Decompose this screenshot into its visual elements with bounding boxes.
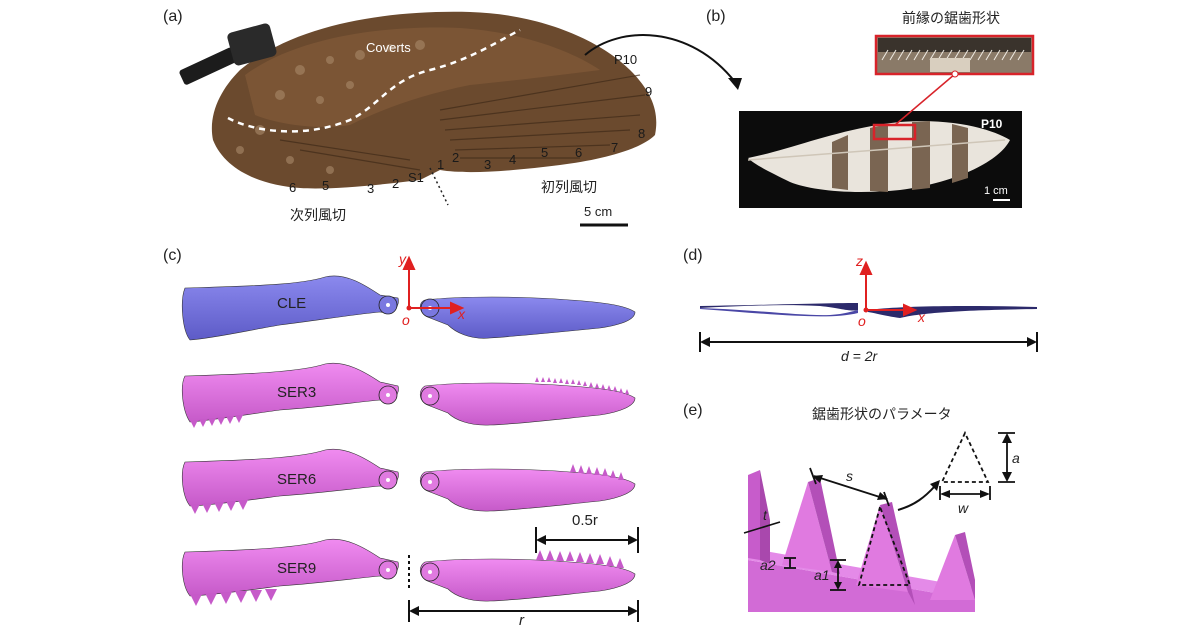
ser9-blade-pair xyxy=(181,538,636,606)
feather-p3-label: 3 xyxy=(484,157,492,172)
param-a-label: a xyxy=(1012,450,1020,466)
model-cle-label: CLE xyxy=(277,295,307,312)
scale-1cm-label: 1 cm xyxy=(984,185,1008,197)
secondaries-label: 次列風切 xyxy=(290,208,346,224)
d-origin-label: o xyxy=(858,313,866,329)
param-w-label: w xyxy=(958,500,969,516)
model-ser3-label: SER3 xyxy=(277,384,317,401)
feather-s2-label: 2 xyxy=(392,176,400,191)
feather-p10-label: P10 xyxy=(614,52,638,67)
feather-p9-label: 9 xyxy=(645,84,653,99)
param-a2-label: a2 xyxy=(760,557,776,573)
half-r-label: 0.5r xyxy=(572,512,598,529)
param-t-label: t xyxy=(763,507,767,523)
ser6-blade-pair xyxy=(181,448,636,514)
feather-s1-label: S1 xyxy=(408,170,424,185)
feather-s3-label: 3 xyxy=(367,181,375,196)
feather-p7-label: 7 xyxy=(611,140,619,155)
coverts-label: Coverts xyxy=(366,40,411,55)
model-ser6-label: SER6 xyxy=(277,471,317,488)
feather-p5-label: 5 xyxy=(541,145,549,160)
panel-d-label: (d) xyxy=(683,247,703,264)
c-origin-label: o xyxy=(402,312,410,328)
parameter-title: 鋸歯形状のパラメータ xyxy=(812,407,952,423)
panel-a-label: (a) xyxy=(163,8,183,25)
feather-s5-label: 5 xyxy=(322,178,330,193)
feather-s6-label: 6 xyxy=(289,180,297,195)
feather-p6-label: 6 xyxy=(575,145,583,160)
panel-b-label: (b) xyxy=(706,8,726,25)
feather-p8-label: 8 xyxy=(638,126,646,141)
cle-blade-pair xyxy=(181,275,636,341)
panel-e-label: (e) xyxy=(683,402,703,419)
feather-p2-label: 2 xyxy=(452,150,460,165)
panel-c-label: (c) xyxy=(163,247,182,264)
serration-title: 前縁の鋸歯形状 xyxy=(902,11,1000,27)
feather-p4-label: 4 xyxy=(509,152,517,167)
diameter-label: d = 2r xyxy=(841,348,878,364)
r-label: r xyxy=(519,612,524,629)
feather-p1-label: 1 xyxy=(437,157,445,172)
primaries-label: 初列風切 xyxy=(541,180,597,196)
feather-id-label: P10 xyxy=(981,117,1003,131)
d-axis-x-label: x xyxy=(918,309,925,325)
scale-5cm-label: 5 cm xyxy=(584,204,613,219)
param-s-label: s xyxy=(846,468,853,484)
model-ser9-label: SER9 xyxy=(277,560,317,577)
param-a1-label: a1 xyxy=(814,567,830,583)
ser3-blade-pair xyxy=(181,362,636,428)
c-axis-x-label: x xyxy=(458,306,465,322)
c-axis-y-label: y xyxy=(399,251,406,267)
d-axis-z-label: z xyxy=(856,253,863,269)
